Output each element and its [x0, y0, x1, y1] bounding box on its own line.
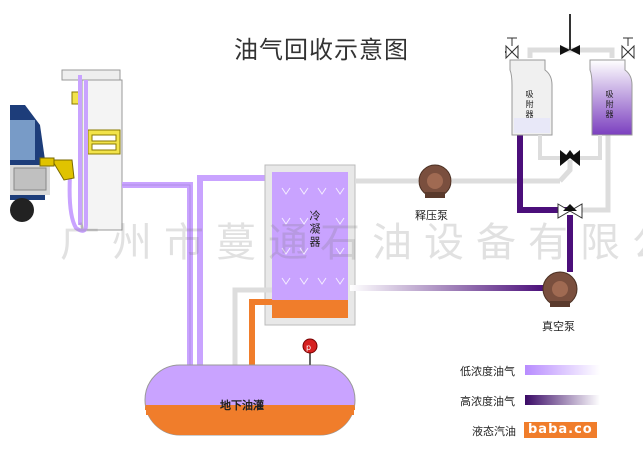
tank-label: 地下油灌 [220, 399, 264, 412]
fuel-dispenser [39, 69, 123, 233]
legend-high: 高浓度油气 [460, 395, 515, 408]
release-pump [418, 164, 452, 198]
absorber-left-label: 吸附器 [525, 90, 534, 120]
valve-bottom [557, 203, 583, 219]
condenser-label: 冷凝器 [308, 210, 321, 249]
release-pump-label: 释压泵 [415, 209, 448, 222]
watermark: 广州市蔓通石油设备有限公司 [60, 220, 643, 266]
svg-text:p: p [306, 343, 311, 352]
legend-low: 低浓度油气 [460, 365, 515, 378]
absorber-right-label: 吸附器 [605, 90, 614, 120]
diagram-title: 油气回收示意图 [234, 36, 409, 64]
site-logo: baba.co [524, 422, 597, 438]
condenser [264, 164, 356, 326]
vacuum-pump [542, 271, 578, 307]
absorber-right [589, 59, 633, 136]
absorber-left [509, 59, 553, 136]
underground-tank: p [144, 338, 356, 436]
valve-left-top [505, 37, 519, 60]
valve-middle [538, 135, 602, 166]
legend [525, 365, 600, 405]
legend-liquid: 液态汽油 [472, 425, 516, 438]
car [10, 105, 50, 222]
valve-top [560, 45, 580, 55]
vacuum-pump-label: 真空泵 [542, 320, 575, 333]
valve-right-top [621, 37, 635, 60]
